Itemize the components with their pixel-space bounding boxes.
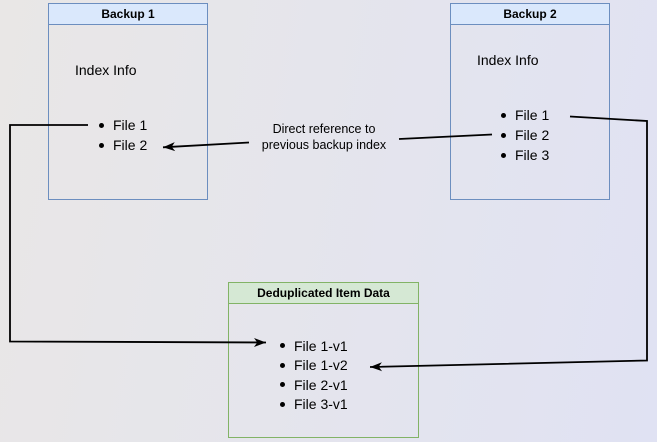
backup1-subtitle: Index Info: [75, 62, 137, 78]
bullet-icon: [280, 343, 285, 349]
backup2-file-list: File 1 File 2 File 3: [501, 105, 549, 165]
list-item-label: File 1-v2: [294, 357, 348, 374]
backup1-box: Backup 1 Index Info File 1 File 2: [48, 3, 208, 200]
list-item: File 2-v1: [280, 375, 348, 395]
direct-reference-label: Direct reference to previous backup inde…: [238, 121, 410, 153]
list-item: File 2: [501, 125, 549, 145]
dedup-file-list: File 1-v1 File 1-v2 File 2-v1 File 3-v1: [280, 336, 348, 414]
list-item: File 3: [501, 145, 549, 165]
list-item: File 1: [99, 115, 147, 135]
list-item-label: File 3: [515, 147, 550, 163]
bullet-icon: [501, 152, 506, 158]
backup2-box: Backup 2 Index Info File 1 File 2 File 3: [450, 3, 610, 200]
bullet-icon: [501, 132, 506, 138]
list-item-label: File 3-v1: [294, 396, 348, 413]
bullet-icon: [99, 122, 104, 128]
backup2-subtitle: Index Info: [477, 52, 539, 68]
backup1-title: Backup 1: [49, 4, 207, 25]
direct-reference-label-line2: previous backup index: [261, 138, 387, 152]
list-item: File 1-v2: [280, 356, 348, 376]
list-item-label: File 2: [515, 127, 550, 143]
bullet-icon: [99, 142, 104, 148]
bullet-icon: [280, 401, 285, 407]
list-item: File 3-v1: [280, 395, 348, 415]
list-item-label: File 1-v1: [294, 337, 348, 354]
dedup-box: Deduplicated Item Data File 1-v1 File 1-…: [228, 282, 419, 438]
bullet-icon: [501, 112, 506, 118]
list-item: File 2: [99, 135, 147, 155]
bullet-icon: [280, 362, 285, 368]
bullet-icon: [280, 382, 285, 388]
list-item: File 1-v1: [280, 336, 348, 356]
dedup-title: Deduplicated Item Data: [229, 283, 418, 304]
list-item: File 1: [501, 105, 549, 125]
list-item-label: File 1: [515, 107, 550, 123]
list-item-label: File 2-v1: [294, 376, 348, 393]
backup1-file-list: File 1 File 2: [99, 115, 147, 155]
list-item-label: File 1: [113, 117, 148, 133]
list-item-label: File 2: [113, 137, 148, 153]
direct-reference-label-line1: Direct reference to: [272, 122, 376, 136]
backup2-title: Backup 2: [451, 4, 609, 25]
